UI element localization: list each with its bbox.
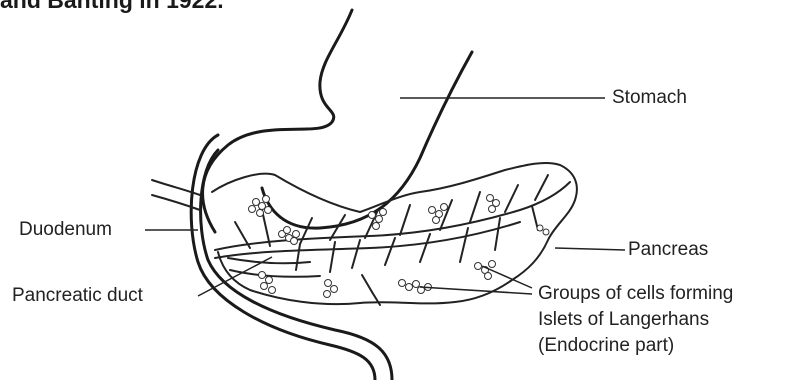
islet-cluster (487, 195, 500, 213)
islets-label-line2: Islets of Langerhans (538, 309, 709, 331)
islet-cluster (249, 196, 272, 217)
pancreatic-duct-tree (215, 175, 570, 305)
islets-leader-lower (420, 287, 532, 294)
leader-lines (145, 98, 625, 296)
islet-cluster (399, 280, 432, 294)
duodenum-label: Duodenum (19, 219, 112, 241)
stomach-label: Stomach (612, 87, 687, 109)
islet-cluster (279, 227, 300, 245)
islet-cluster (324, 280, 338, 298)
pancreatic-duct-label: Pancreatic duct (12, 285, 143, 307)
islet-cluster (537, 225, 549, 235)
stomach-shape (203, 10, 472, 232)
islets-label-line1: Groups of cells forming (538, 283, 733, 305)
pancreas-leader (555, 248, 625, 250)
pancreas-label: Pancreas (628, 239, 708, 261)
islets-label-line3: (Endocrine part) (538, 335, 674, 357)
